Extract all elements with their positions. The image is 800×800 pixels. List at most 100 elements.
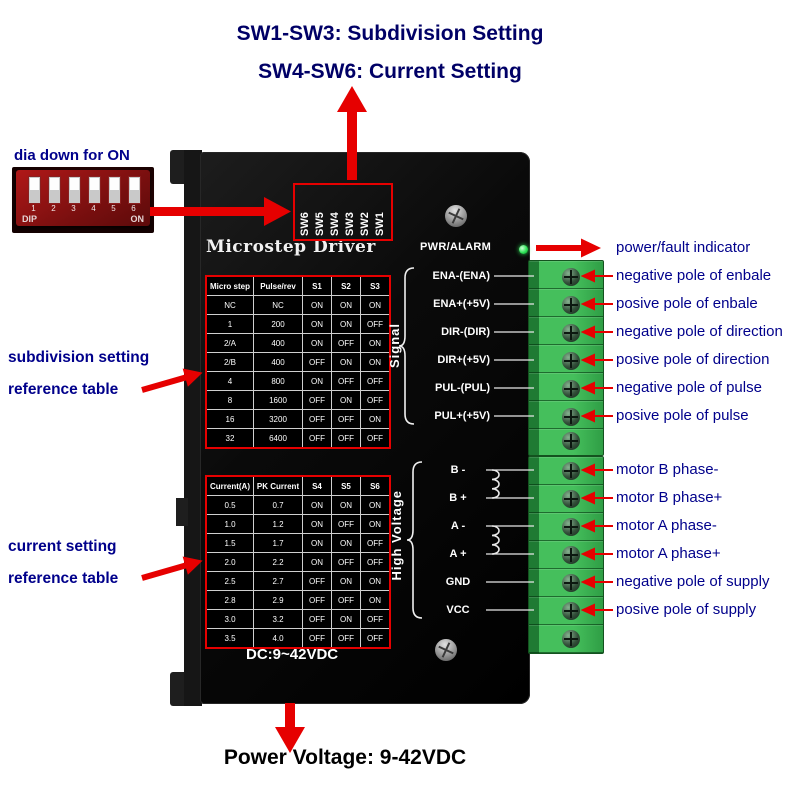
table-cell: ON: [302, 533, 332, 553]
subdivision-annotation-line1: subdivision setting: [8, 349, 150, 366]
pin-dir-minus: DIR-(DIR): [441, 326, 490, 338]
table-cell: 2.2: [253, 552, 303, 572]
table-cell: ON: [302, 552, 332, 572]
table-cell: OFF: [360, 552, 391, 572]
table-cell: OFF: [331, 371, 361, 391]
table-cell: ON: [360, 571, 391, 591]
table-header-cell: S4: [302, 475, 332, 496]
signal-group-label: Signal: [387, 323, 402, 369]
table-cell: 4.0: [253, 628, 303, 649]
dip-switch-5: [108, 176, 121, 204]
table-cell: 0.5: [205, 495, 254, 515]
table-cell: OFF: [302, 428, 332, 449]
terminal-screw-icon: [562, 518, 580, 536]
table-cell: ON: [302, 333, 332, 353]
table-cell: 2.5: [205, 571, 254, 591]
table-cell: ON: [360, 495, 391, 515]
table-cell: ON: [331, 571, 361, 591]
table-cell: ON: [360, 590, 391, 610]
driver-brand-label: Microstep Driver: [206, 237, 376, 257]
table-cell: ON: [360, 352, 391, 372]
terminal-screw-icon: [562, 380, 580, 398]
table-cell: 16: [205, 409, 254, 429]
annotation-supply-neg: negative pole of supply: [616, 573, 770, 590]
table-cell: OFF: [360, 390, 391, 410]
table-cell: 32: [205, 428, 254, 449]
power-fault-arrow-shaft: [536, 245, 583, 251]
table-header-cell: Current(A): [205, 475, 254, 496]
pin-pul-plus: PUL+(+5V): [434, 410, 490, 422]
title-current-setting: SW4-SW6: Current Setting: [258, 60, 522, 83]
table-cell: ON: [302, 514, 332, 534]
title-subdivision-setting: SW1-SW3: Subdivision Setting: [236, 22, 544, 45]
dip-number: 3: [71, 204, 76, 213]
sw-labels-box: SW6 SW5 SW4 SW3 SW2 SW1: [293, 183, 393, 241]
table-cell: OFF: [331, 428, 361, 449]
annotation-pulse-neg: negative pole of pulse: [616, 379, 762, 396]
table-cell: 2.8: [205, 590, 254, 610]
table-cell: 200: [253, 314, 303, 334]
dip-number: 4: [91, 204, 96, 213]
table-cell: OFF: [302, 628, 332, 649]
table-cell: 1: [205, 314, 254, 334]
table-cell: OFF: [302, 609, 332, 629]
table-cell: OFF: [360, 628, 391, 649]
annotation-motor-a-neg: motor A phase-: [616, 517, 717, 534]
subdivision-annotation-line2: reference table: [8, 381, 119, 398]
mounting-notch: [176, 498, 188, 526]
table-cell: 1.0: [205, 514, 254, 534]
table-cell: 0.7: [253, 495, 303, 515]
table-cell: ON: [331, 390, 361, 410]
table-cell: OFF: [302, 352, 332, 372]
table-cell: OFF: [360, 314, 391, 334]
dip-switch-body: 1 2 3 4 5 6 DIP ON: [16, 170, 150, 226]
table-cell: ON: [302, 295, 332, 315]
annotation-power-fault: power/fault indicator: [616, 239, 751, 256]
dip-number: 1: [31, 204, 36, 213]
table-cell: OFF: [302, 571, 332, 591]
table-header-cell: S1: [302, 275, 332, 296]
terminal-screw-icon: [562, 546, 580, 564]
pin-vcc: VCC: [446, 604, 470, 616]
table-cell: 1600: [253, 390, 303, 410]
terminal-screw-icon: [562, 432, 580, 450]
dip-switch-nub: [50, 178, 59, 190]
dip-switch-nub: [30, 178, 39, 190]
current-annotation-line2: reference table: [8, 570, 119, 587]
annotation-direction-neg: negative pole of direction: [616, 323, 783, 340]
dip-on-label: ON: [130, 214, 145, 224]
dip-switch-1: [28, 176, 41, 204]
table-cell: OFF: [360, 428, 391, 449]
annotation-enable-neg: negative pole of enbale: [616, 267, 772, 284]
terminal-screw-icon: [562, 574, 580, 592]
terminal-screw-icon: [562, 602, 580, 620]
annotation-motor-b-neg: motor B phase-: [616, 461, 719, 478]
annotation-motor-a-pos: motor A phase+: [616, 545, 721, 562]
sw6-label: SW6: [299, 212, 311, 236]
table-cell: 1.2: [253, 514, 303, 534]
dip-number: 2: [51, 204, 56, 213]
dip-switch-photo: 1 2 3 4 5 6 DIP ON: [12, 167, 154, 233]
table-header-cell: S2: [331, 275, 361, 296]
table-cell: ON: [331, 295, 361, 315]
high-voltage-group-label: High Voltage: [389, 490, 404, 581]
table-cell: ON: [360, 295, 391, 315]
table-cell: 400: [253, 352, 303, 372]
table-cell: ON: [302, 495, 332, 515]
table-cell: 3200: [253, 409, 303, 429]
table-cell: OFF: [331, 409, 361, 429]
table-header-cell: S5: [331, 475, 361, 496]
table-cell: OFF: [302, 390, 332, 410]
pin-ena-plus: ENA+(+5V): [433, 298, 490, 310]
terminal-screw-icon: [562, 630, 580, 648]
